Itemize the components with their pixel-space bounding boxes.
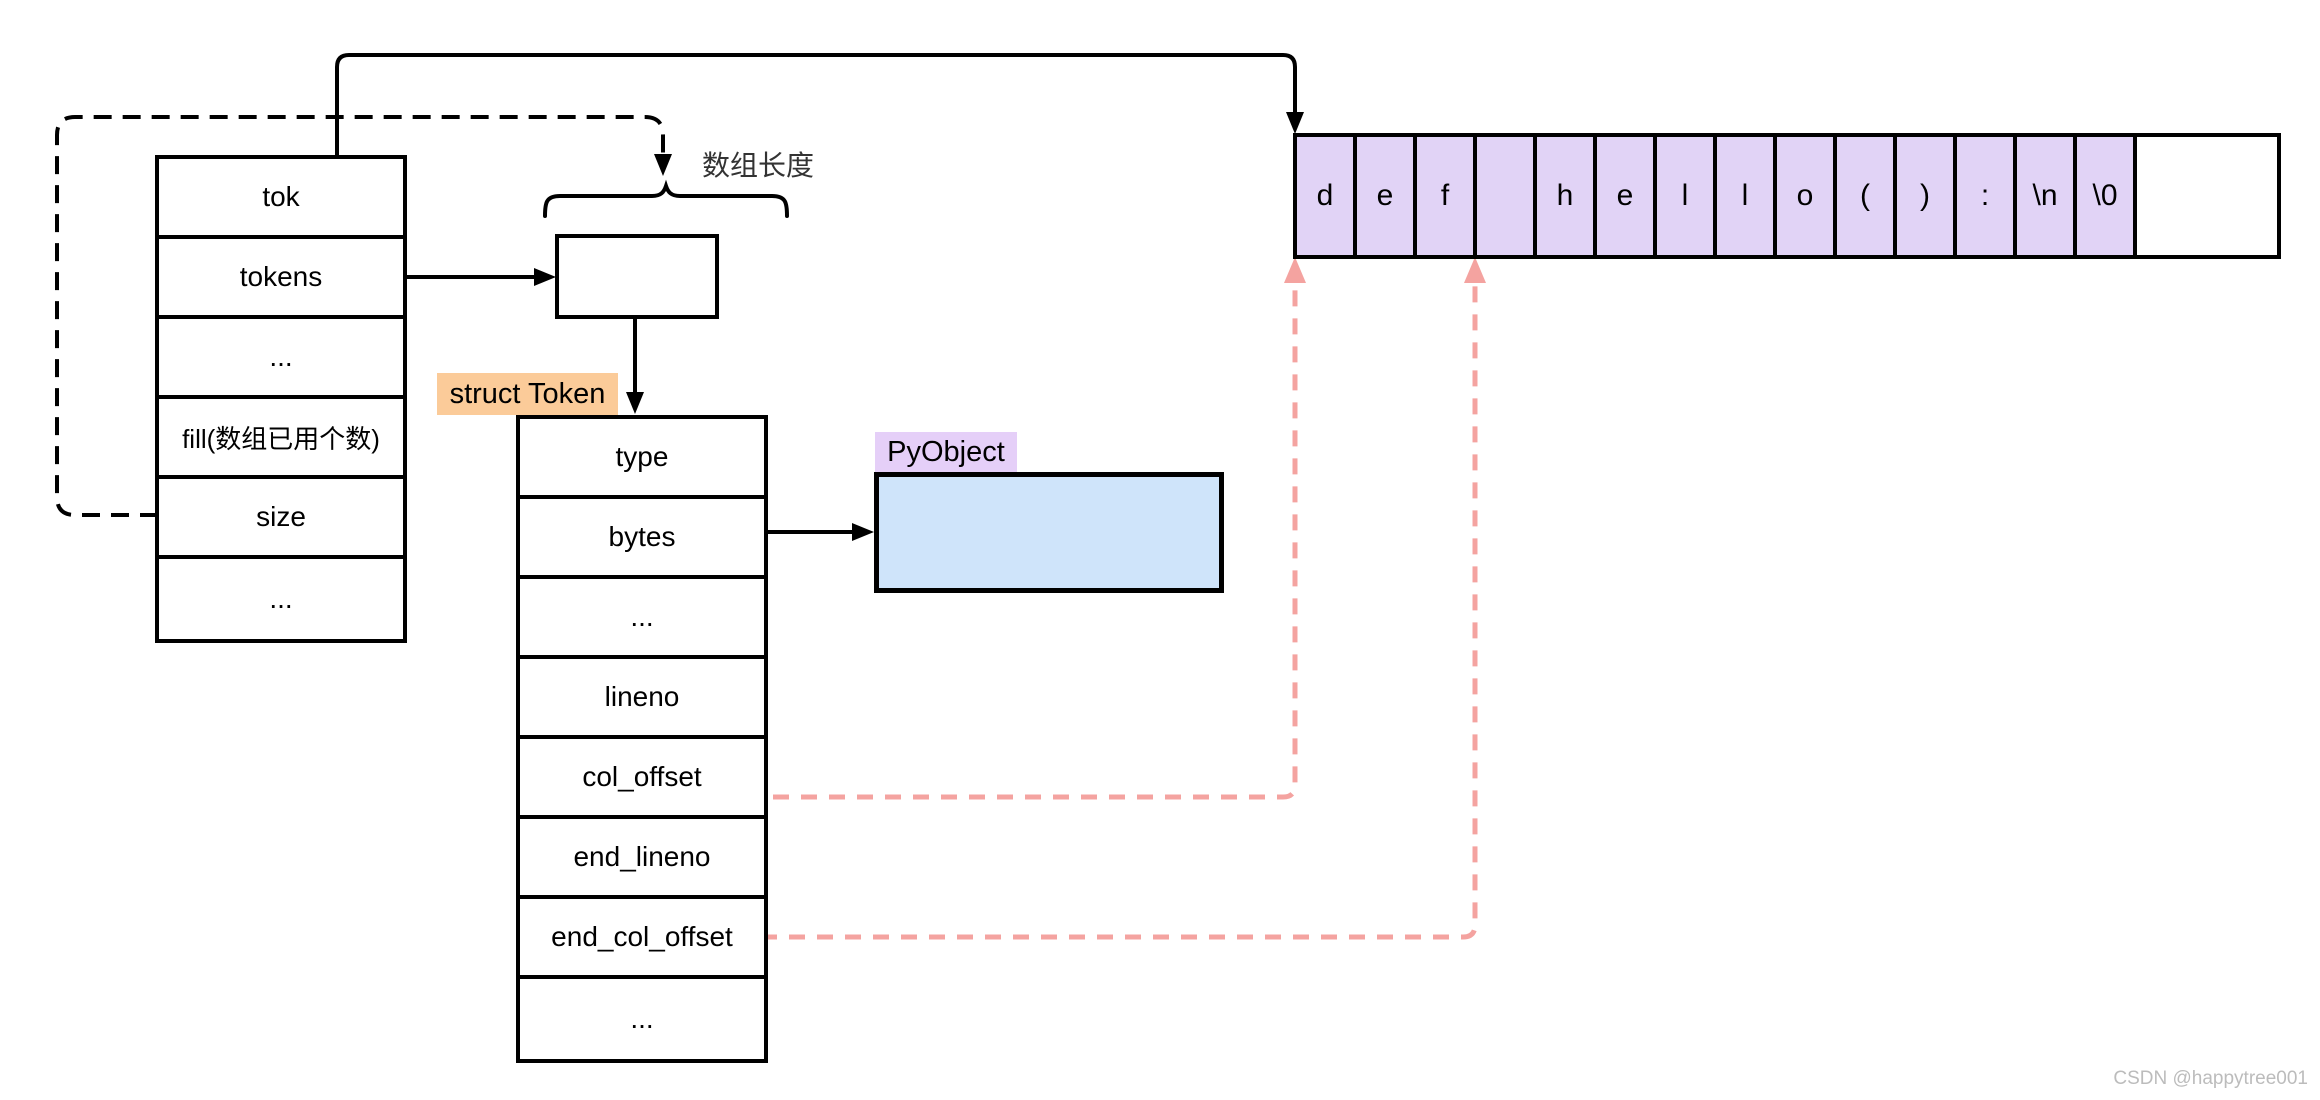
table-row: tok	[159, 159, 403, 239]
row-label: end_lineno	[573, 841, 711, 872]
char: d	[1316, 179, 1334, 212]
tokens-to-box-arrowhead	[534, 268, 556, 286]
tok-to-array-arrowhead	[1286, 112, 1304, 134]
char: f	[1440, 179, 1450, 212]
box-to-struct-arrowhead	[626, 392, 644, 414]
row-label: type	[615, 441, 669, 472]
char: e	[1616, 179, 1634, 212]
char-cell-empty	[2137, 137, 2277, 255]
table-row: end_lineno	[520, 819, 764, 899]
end-col-offset-arrowhead	[1464, 257, 1486, 283]
row-label: col_offset	[582, 761, 702, 792]
table-row: tokens	[159, 239, 403, 319]
char-cell	[1477, 137, 1537, 255]
row-label: fill(数组已用个数)	[182, 423, 380, 454]
table-row: lineno	[520, 659, 764, 739]
row-label: bytes	[608, 521, 676, 552]
size-to-brace-arrowhead	[654, 154, 672, 176]
table-row: end_col_offset	[520, 899, 764, 979]
char-cell: o	[1777, 137, 1837, 255]
char: l	[1681, 179, 1689, 212]
array-length-brace	[543, 179, 789, 218]
size-to-brace-dashed-connector	[55, 115, 665, 517]
table-row: col_offset	[520, 739, 764, 819]
char: \0	[2092, 179, 2118, 212]
row-label: tok	[262, 181, 300, 212]
table-row: ...	[520, 579, 764, 659]
char: )	[1920, 179, 1930, 212]
table-row: bytes	[520, 499, 764, 579]
tok-to-array-connector	[335, 53, 1297, 195]
struct-token-tag: struct Token	[437, 373, 618, 415]
char: l	[1741, 179, 1749, 212]
table-row: type	[520, 419, 764, 499]
char: (	[1860, 179, 1870, 212]
bytes-to-pyobject-arrowhead	[852, 523, 874, 541]
col-offset-arrowhead	[1284, 257, 1306, 283]
table-row: ...	[159, 559, 403, 639]
char: o	[1796, 179, 1814, 212]
pyobject-tag: PyObject	[875, 432, 1017, 472]
row-label: lineno	[604, 681, 680, 712]
col-offset-dashed-connector	[717, 283, 1298, 800]
char-cell: l	[1717, 137, 1777, 255]
char-cell: h	[1537, 137, 1597, 255]
char-cell: (	[1837, 137, 1897, 255]
char-cell: :	[1957, 137, 2017, 255]
table-row: ...	[520, 979, 764, 1059]
table-row: ...	[159, 319, 403, 399]
row-label: ...	[269, 341, 293, 372]
watermark-text: CSDN @happytree001	[2113, 1068, 2308, 1089]
table-row: size	[159, 479, 403, 559]
char-cell: e	[1597, 137, 1657, 255]
char-cell: l	[1657, 137, 1717, 255]
char-cell: )	[1897, 137, 1957, 255]
tokenizer-state-table: tok tokens ... fill(数组已用个数) size ...	[155, 155, 407, 643]
char-cell: e	[1357, 137, 1417, 255]
row-label: ...	[630, 1003, 654, 1034]
char: e	[1376, 179, 1394, 212]
char-cell: f	[1417, 137, 1477, 255]
row-label: tokens	[239, 261, 323, 292]
char: :	[1980, 179, 1990, 212]
struct-token-table: type bytes ... lineno col_offset end_lin…	[516, 415, 768, 1063]
row-label: ...	[630, 601, 654, 632]
tokens-array-slot-box	[555, 234, 719, 319]
end-col-offset-dashed-connector	[705, 283, 1478, 940]
table-row: fill(数组已用个数)	[159, 399, 403, 479]
char: \n	[2032, 179, 2058, 212]
row-label: end_col_offset	[551, 921, 733, 952]
pyobject-box	[874, 472, 1224, 593]
source-char-array: d e f h e l l o ( ) : \n \0	[1293, 133, 2281, 259]
char-cell: \0	[2077, 137, 2137, 255]
array-length-label: 数组长度	[702, 150, 815, 181]
char: h	[1556, 179, 1574, 212]
row-label: ...	[269, 583, 293, 614]
char-cell: d	[1297, 137, 1357, 255]
char-cell: \n	[2017, 137, 2077, 255]
row-label: size	[256, 501, 306, 532]
